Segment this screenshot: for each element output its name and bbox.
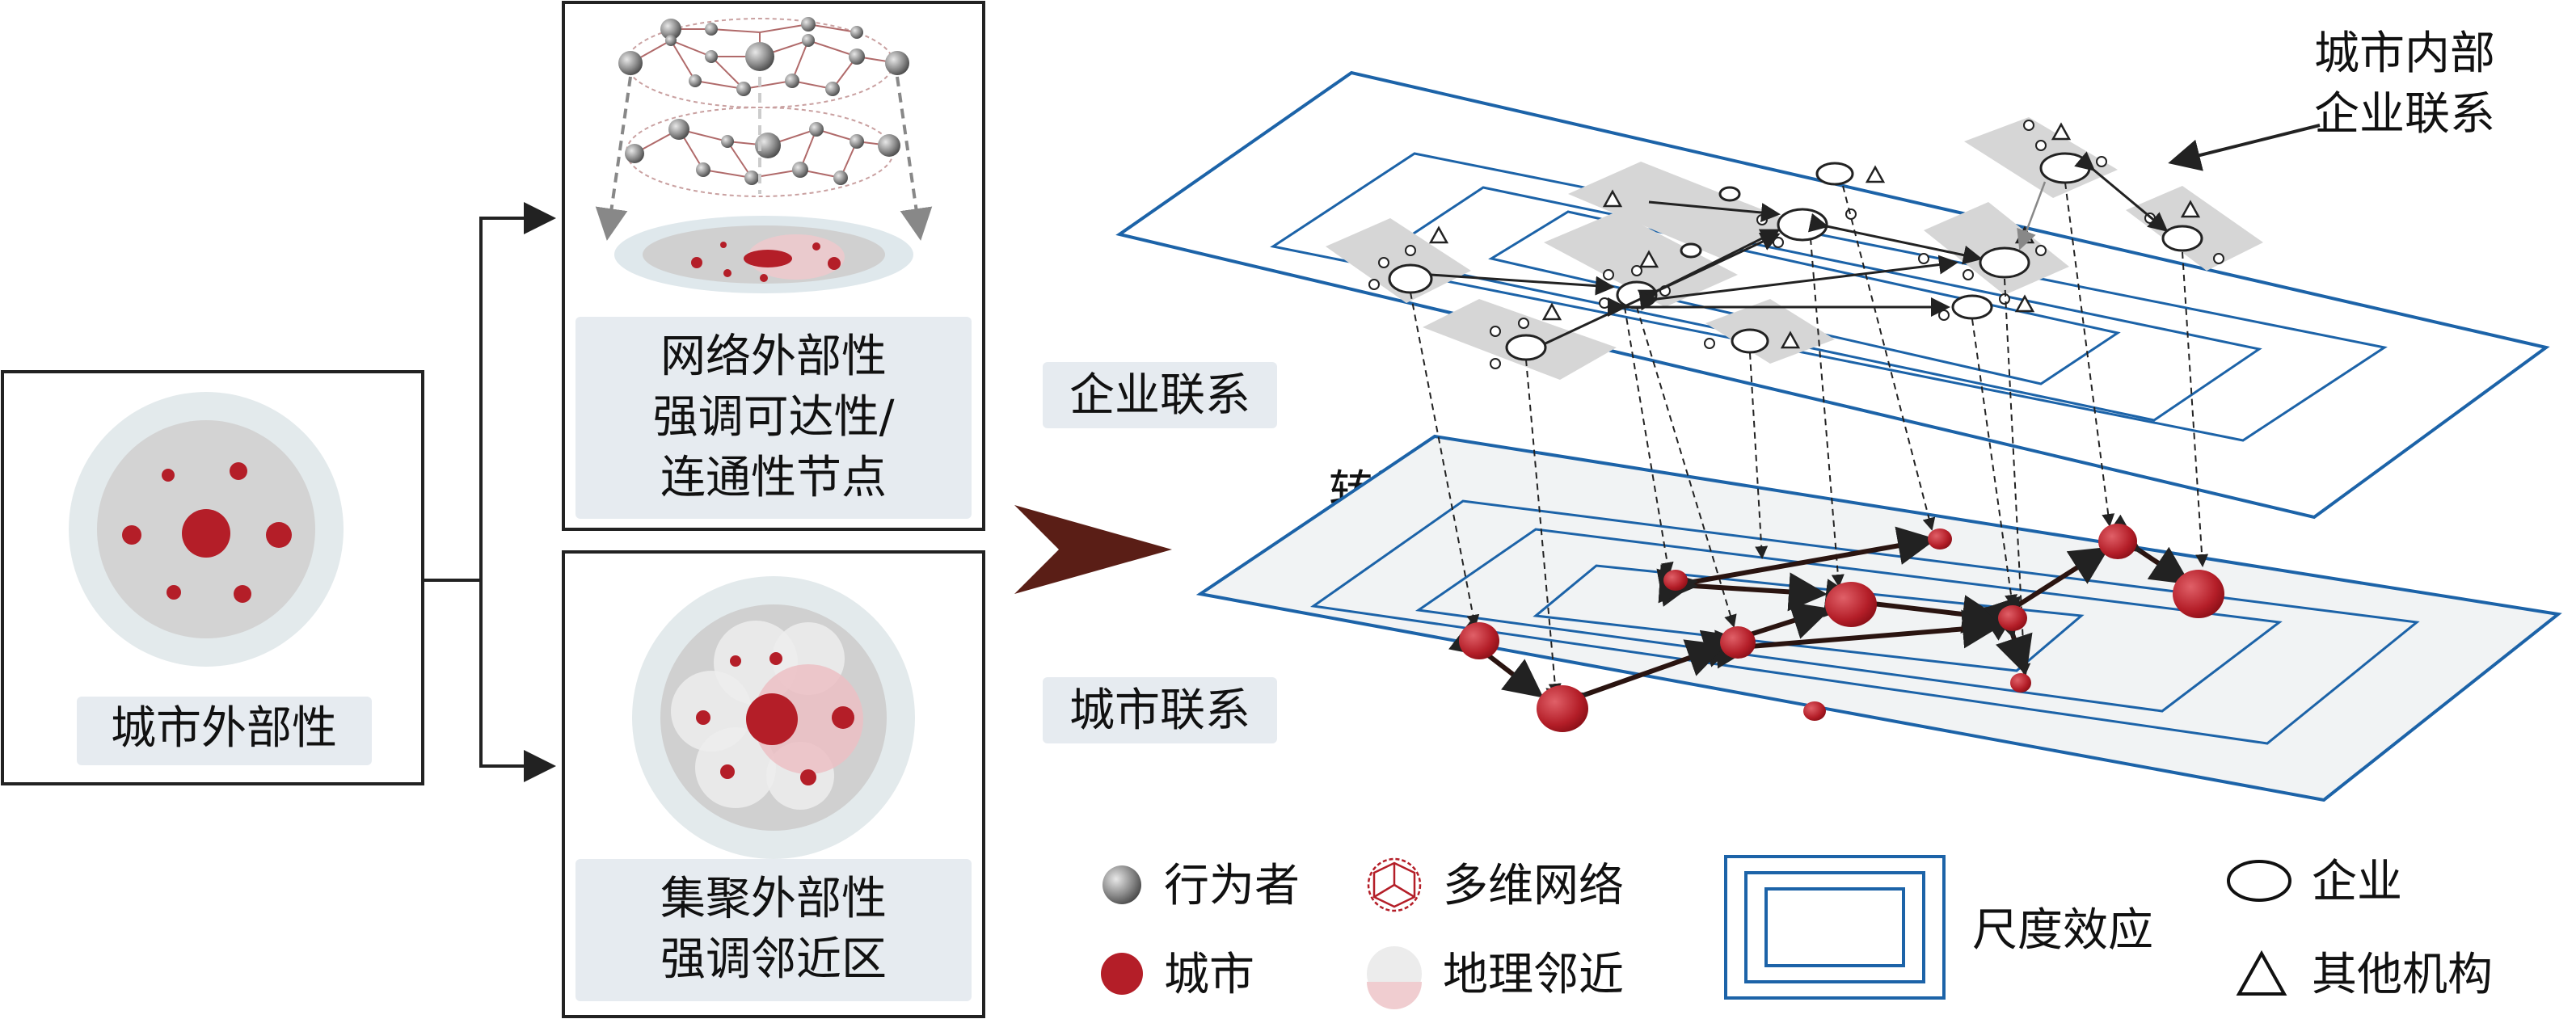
branch-connector [423, 202, 556, 782]
network-externality-title: 网络外部性 [660, 331, 887, 383]
city-core [182, 509, 230, 558]
legend: 行为者 城市 多维网络 地理邻近 尺度效应 企业 其他机构 [1101, 855, 2493, 1009]
legend-multi-network: 多维网络 [1443, 860, 1624, 912]
legend-other-institution: 其他机构 [2312, 949, 2493, 1001]
network-externality-panel: 网络外部性 强调可达性/ 连通性节点 [562, 1, 985, 531]
translate-arrow [1014, 505, 1172, 594]
multi-network-legend-icon [1367, 857, 1422, 912]
firm-layer-label: 企业联系 [1069, 369, 1250, 422]
institution-legend-icon [2236, 950, 2287, 996]
legend-city: 城市 [1164, 949, 1254, 1001]
legend-scale-effect: 尺度效应 [1972, 904, 2153, 957]
legend-firm: 企业 [2312, 856, 2402, 908]
city-legend-icon [1101, 953, 1143, 995]
agglomeration-externality-title: 集聚外部性 [660, 873, 887, 925]
intra-city-label-1: 城市内部 [2314, 27, 2495, 80]
urban-externality-panel: 城市外部性 [1, 370, 424, 785]
intra-city-pointer [2168, 124, 2321, 171]
agglomeration-externality-panel: 集聚外部性 强调邻近区 [562, 550, 985, 1018]
scale-effect-legend-icon [1724, 855, 1946, 1000]
intra-city-label-2: 企业联系 [2314, 88, 2495, 141]
city-layer-label: 城市联系 [1069, 684, 1250, 737]
actor-legend-icon [1102, 865, 1141, 904]
legend-geo-proximity: 地理邻近 [1443, 949, 1624, 1001]
firm-layer: 城市内部 企业联系 [1115, 27, 2550, 520]
geo-proximity-legend-icon [1367, 946, 1422, 1009]
network-externality-desc-1: 强调可达性/ [653, 391, 895, 444]
network-externality-desc-2: 连通性节点 [660, 452, 887, 504]
legend-actor: 行为者 [1164, 860, 1300, 912]
city-layer [1195, 182, 2562, 802]
urban-externality-label: 城市外部性 [111, 702, 337, 755]
agglomeration-externality-desc: 强调邻近区 [660, 933, 887, 986]
firm-legend-icon [2227, 860, 2291, 902]
